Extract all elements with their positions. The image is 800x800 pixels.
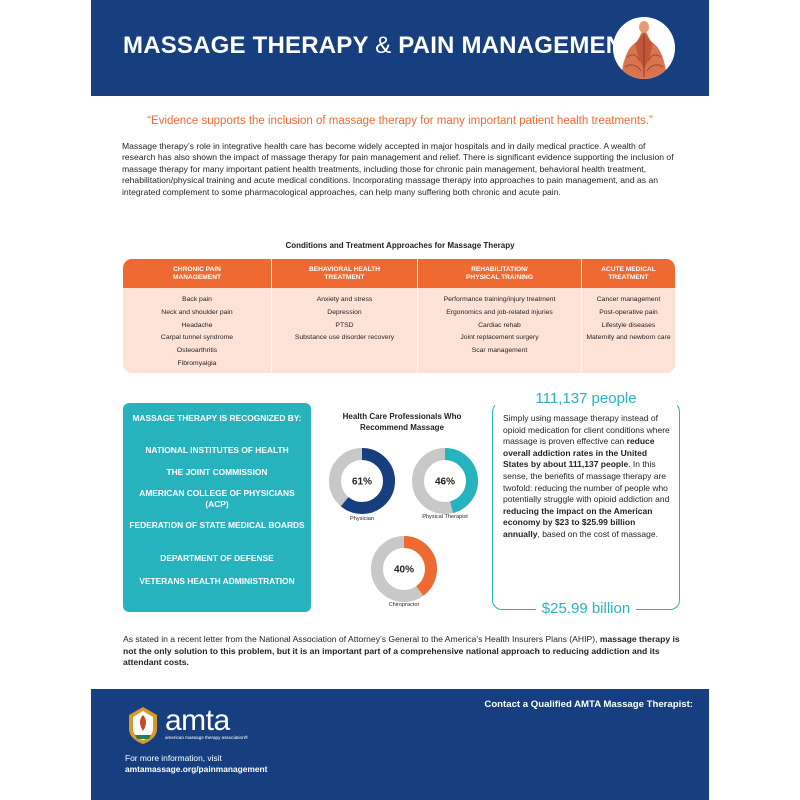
donut-value-label: 61% [352,477,372,488]
logo-wordmark: amta [165,704,230,737]
conditions-table: CHRONIC PAIN MANAGEMENT BEHAVIORAL HEALT… [123,259,675,373]
physician-caption: Physician [350,516,374,522]
intro-paragraph: Massage therapy’s role in integrative he… [122,141,674,197]
stat-dollar-value: $25.99 billion [535,600,637,617]
closing-bold-text: massage therapy is not the only solution… [123,634,680,668]
recognized-item: DEPARTMENT OF DEFENSE [160,553,274,563]
header-banner: MASSAGE THERAPY & PAIN MANAGEMENT [91,0,709,96]
physical-therapist-donut-chart: 46% [412,448,478,514]
donut-value-label: 46% [435,477,455,488]
table-cell: Back pain [182,296,212,303]
closing-paragraph: As stated in a recent letter from the Na… [123,634,683,669]
table-cell: Substance use disorder recovery [294,334,395,342]
table-header-row [123,259,675,288]
chiropractor-caption: Chiropractor [388,602,420,608]
footer-info: For more information, visit amtamassage.… [125,753,267,775]
table-header-acute-medical: ACUTE MEDICAL TREATMENT [601,265,656,281]
footer-info-line: For more information, visit [125,753,222,763]
recognized-item: VETERANS HEALTH ADMINISTRATION [139,576,295,586]
physical-therapist-caption: Physical Therapist [422,514,468,520]
column-divider [581,259,582,373]
contact-heading: Contact a Qualified AMTA Massage Therapi… [484,699,693,710]
table-title: Conditions and Treatment Approaches for … [285,241,515,250]
pull-quote: “Evidence supports the inclusion of mass… [147,115,653,127]
donut-value-arc [371,536,437,602]
table-cell: Cardiac rehab [478,321,521,329]
table-cell: Anxiety and stress [316,296,373,303]
table-header-behavioral-health: BEHAVIORAL HEALTH TREATMENT [308,265,381,281]
recognized-item: FEDERATION OF STATE MEDICAL BOARDS [129,520,305,530]
table-cell: Depression [327,308,362,316]
table-cell: Neck and shoulder pain [161,308,233,316]
table-cell: Post-operative pain [599,308,658,316]
table-cell: Ergonomics and job-related injuries [446,308,553,316]
donut-value-arc [412,448,478,514]
page-title: MASSAGE THERAPY & PAIN MANAGEMENT [123,32,638,60]
stat-people-value: 111,137 people [529,390,643,407]
recognized-item: NATIONAL INSTITUTES OF HEALTH [145,445,289,455]
donut-value-arc [329,448,395,514]
page: MASSAGE THERAPY & PAIN MANAGEMENT “Evide… [91,0,709,800]
table-cell: Cancer management [596,296,661,303]
table-cell: Carpal tunnel syndrome [160,334,234,342]
footer-banner: Contact a Qualified AMTA Massage Therapi… [91,689,709,800]
stat-text-part: , based on the cost of massage. [537,528,658,539]
stat-people-count: 111,137 people [495,390,677,407]
table-cell: PTSD [335,321,354,329]
recognized-by-title: MASSAGE THERAPY IS RECOGNIZED BY: [132,413,302,423]
column-divider [417,259,418,373]
recognized-item: AMERICAN COLLEGE OF PHYSICIANS (ACP) [139,488,295,509]
title-ampersand: & [375,32,392,59]
recognized-item: THE JOINT COMMISSION [166,467,268,477]
amta-logo[interactable]: amta american massage therapy associatio… [125,705,275,745]
stat-text-part: . In this sense, the benefits of massage… [503,459,670,505]
donut-value-label: 40% [394,565,414,576]
donut-section-title: Health Care Professionals Who Recommend … [342,412,462,432]
recognized-by-panel: MASSAGE THERAPY IS RECOGNIZED BY: NATION… [123,403,311,612]
closing-text: As stated in a recent letter from the Na… [123,634,600,644]
stat-bold-part: reduce overall addiction rates in the Un… [503,436,655,470]
back-muscles-illustration-icon [613,17,675,79]
table-cell: Maternity and newborn care [586,334,671,342]
table-header-rehabilitation: REHABILITATION/ PHYSICAL TRAINING [466,265,533,281]
column-divider [271,259,272,373]
stat-text-part: Simply using massage therapy instead of … [503,413,670,447]
table-cell: Headache [181,321,213,329]
title-main: MASSAGE THERAPY [123,32,369,59]
title-tail: PAIN MANAGEMENT [398,32,639,59]
table-cell: Osteoarthritis [176,347,218,355]
logo-tagline: american massage therapy association® [165,735,249,740]
footer-url-link[interactable]: amtamassage.org/painmanagement [125,764,268,774]
table-cell: Scar management [471,347,528,355]
stat-description: Simply using massage therapy instead of … [503,413,673,541]
table-cell: Lifestyle diseases [601,321,656,329]
stat-bold-part: reducing the impact on the American econ… [503,505,653,539]
physician-donut-chart: 61% [329,448,395,514]
chiropractor-donut-chart: 40% [371,536,437,602]
stat-dollar-amount: $25.99 billion [495,600,677,617]
table-cell: Performance training/injury treatment [443,296,556,303]
table-cell: Joint replacement surgery [460,334,539,342]
amta-emblem-icon [129,707,157,744]
table-cell: Fibromyalgia [177,359,217,367]
table-header-chronic-pain: CHRONIC PAIN MANAGEMENT [173,265,221,281]
